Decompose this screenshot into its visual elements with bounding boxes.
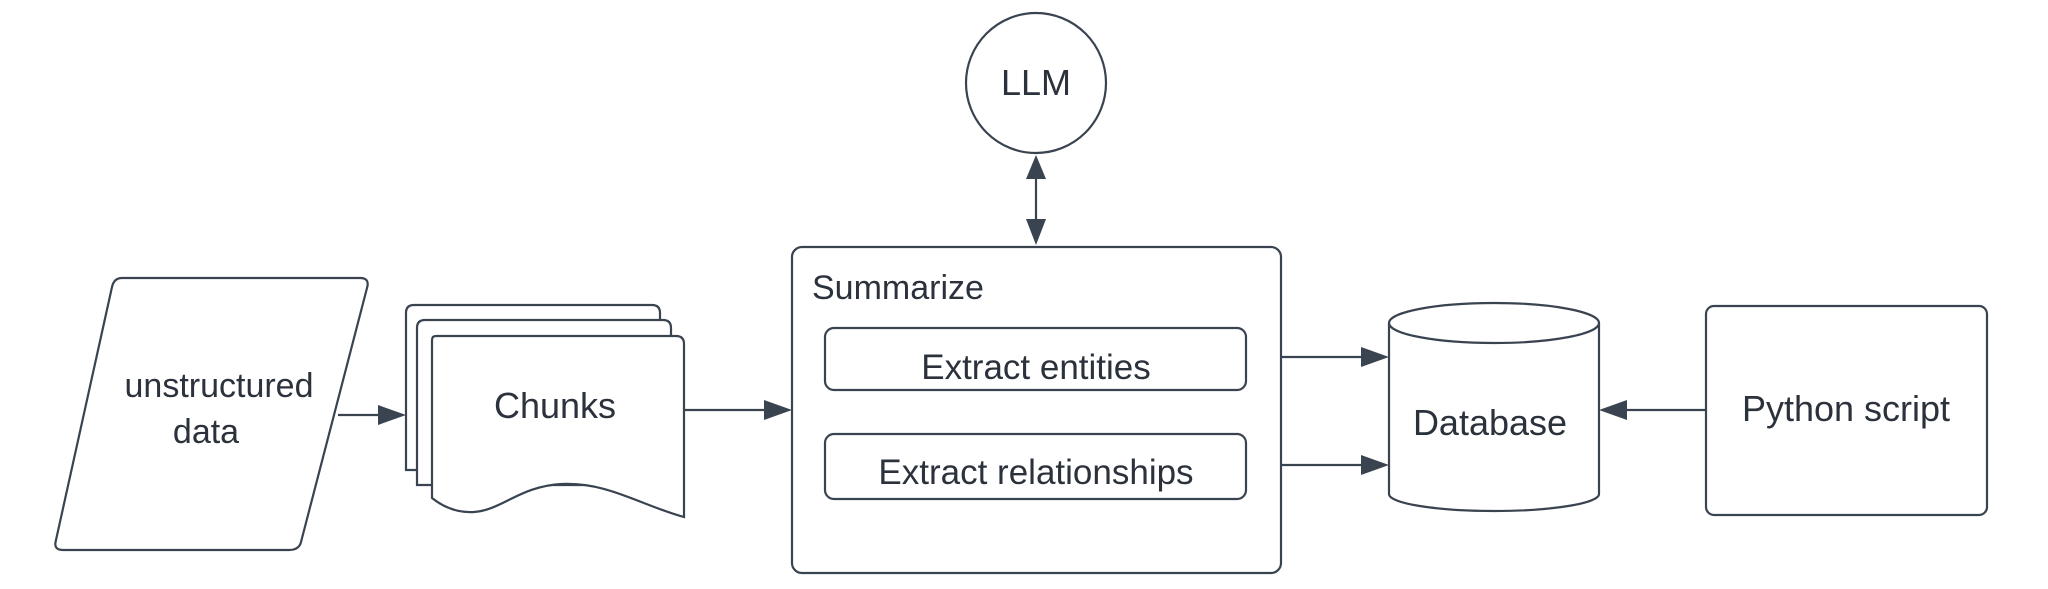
edge-relationships-to-database bbox=[1281, 455, 1389, 475]
python-script-node[interactable]: Python script bbox=[1704, 304, 1989, 517]
unstructured-data-label-line2: data bbox=[173, 413, 239, 451]
arrowhead-right-icon bbox=[764, 400, 792, 420]
arrowhead-left-icon bbox=[1599, 400, 1627, 420]
database-cylinder-top bbox=[1387, 301, 1601, 345]
database-cylinder-body bbox=[1387, 323, 1601, 513]
arrowhead-right-icon bbox=[1361, 455, 1389, 475]
chunks-label: Chunks bbox=[494, 385, 616, 426]
llm-label: LLM bbox=[1001, 62, 1071, 103]
extract-relationships-box bbox=[823, 432, 1248, 501]
arrowhead-right-icon bbox=[1361, 347, 1389, 367]
extract-relationships-label: Extract relationships bbox=[878, 453, 1193, 492]
llm-node[interactable]: LLM bbox=[964, 11, 1108, 155]
arrowhead-right-icon bbox=[378, 405, 406, 425]
arrowhead-down-icon bbox=[1026, 219, 1046, 245]
extract-entities-label: Extract entities bbox=[921, 348, 1151, 387]
edge-summarize-llm-bidirectional bbox=[1026, 155, 1046, 245]
edge-entities-to-database bbox=[1281, 347, 1389, 367]
database-node[interactable]: Database bbox=[1387, 301, 1601, 513]
extract-relationships-node[interactable]: Extract relationships bbox=[823, 432, 1248, 501]
edge-unstructured-to-chunks bbox=[338, 405, 406, 425]
unstructured-data-label-line1: unstructured bbox=[125, 367, 314, 405]
extract-entities-node[interactable]: Extract entities bbox=[823, 326, 1248, 392]
edge-python-to-database bbox=[1599, 400, 1706, 420]
edge-chunks-to-summarize bbox=[684, 400, 792, 420]
database-label: Database bbox=[1413, 402, 1567, 443]
unstructured-data-shape bbox=[54, 276, 369, 552]
extract-entities-box bbox=[823, 326, 1248, 392]
llm-circle bbox=[964, 11, 1108, 155]
summarize-label: Summarize bbox=[812, 269, 984, 307]
arrowhead-up-icon bbox=[1026, 155, 1046, 179]
chunks-node[interactable]: Chunks bbox=[404, 303, 686, 519]
summarize-node[interactable]: Summarize Extract entities Extract relat… bbox=[790, 245, 1283, 575]
python-script-label: Python script bbox=[1742, 388, 1950, 429]
unstructured-data-node[interactable]: unstructured data bbox=[54, 276, 369, 552]
chunk-front-sheet bbox=[430, 334, 686, 519]
